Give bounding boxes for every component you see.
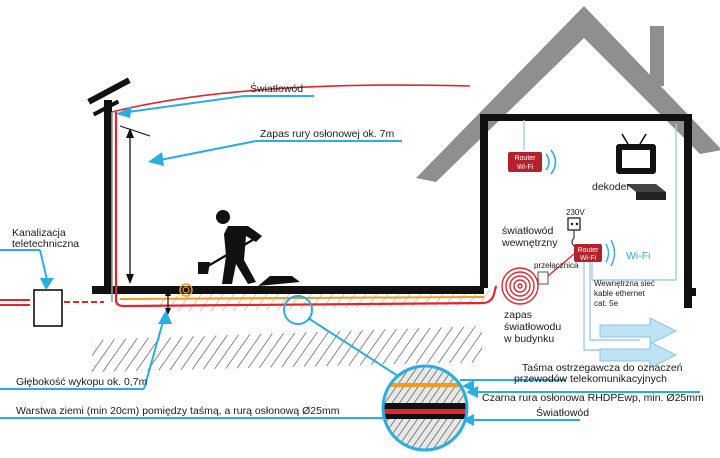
label-lan-1: Wewnętrzna sieć xyxy=(594,279,655,288)
label-fiber-reserve-2: światłowodu xyxy=(504,321,561,333)
label-conduit-black: Czarna rura osłonowa RHDPEwp, min. Ø25mm xyxy=(482,392,704,404)
voltage-label: 230V xyxy=(566,208,585,217)
router-top-label-1: Router xyxy=(514,155,536,162)
wifi-label: Wi-Fi xyxy=(626,250,651,262)
router-bottom: Router Wi-Fi xyxy=(574,244,602,262)
soil-hatching xyxy=(92,290,490,372)
depth-arrow xyxy=(165,289,171,315)
router-top: Router Wi-Fi xyxy=(508,152,542,172)
switch-box xyxy=(537,271,549,285)
label-fiber-reserve-3: w budynku xyxy=(503,333,554,345)
socket-icon xyxy=(567,217,581,247)
label-switch: przełącznica xyxy=(534,261,579,270)
label-duct-2: teletechniczna xyxy=(12,238,79,250)
label-duct-1: Kanalizacja xyxy=(12,227,66,239)
lan-arrows xyxy=(599,317,678,369)
warning-tape-line xyxy=(119,296,485,300)
label-conduit-reserve: Zapas rury osłonowej ok. 7m xyxy=(260,128,394,140)
decoder-label: dekoder xyxy=(592,181,630,193)
utility-pole xyxy=(87,77,131,292)
router-top-label-2: Wi-Fi xyxy=(517,164,534,171)
label-inner-fiber-1: światłowód xyxy=(502,225,554,237)
label-soil-layer: Warstwa ziemi (min 20cm) pomiędzy taśmą,… xyxy=(16,405,340,417)
label-lan-3: cat. 5e xyxy=(594,299,619,308)
label-fiber-top: Światłowód xyxy=(250,82,303,95)
label-lan-2: kable ethernet xyxy=(594,289,645,298)
router-bottom-label-2: Wi-Fi xyxy=(580,255,597,262)
label-depth: Głębokość wykopu ok. 0,7m xyxy=(16,376,148,388)
decoder-box-icon xyxy=(626,184,666,200)
worker-with-shovel-icon xyxy=(198,210,300,286)
fiber-reserve-coil xyxy=(501,267,539,305)
label-tape-2: przewodów telekomunikacyjnych xyxy=(514,373,667,385)
tv-icon xyxy=(616,133,656,174)
wifi-waves-icon xyxy=(545,149,557,175)
house xyxy=(92,6,720,308)
label-inner-fiber-2: wewnętrzny xyxy=(501,237,558,249)
label-tape-1: Taśma ostrzegawcza do oznaczeń xyxy=(522,362,683,374)
conduit-length-arrow xyxy=(119,125,151,284)
duct-chamber xyxy=(33,289,63,327)
cross-section-lens xyxy=(381,364,469,452)
label-fiber-reserve-1: zapas xyxy=(504,309,532,321)
label-fiber-bottom: Światłowód xyxy=(536,406,589,419)
fiber-route xyxy=(0,84,498,308)
router-bottom-label-1: Router xyxy=(577,247,599,254)
wifi-waves-icon xyxy=(605,239,616,267)
zoom-source-circle xyxy=(283,295,313,325)
conduit-coil xyxy=(179,283,193,297)
